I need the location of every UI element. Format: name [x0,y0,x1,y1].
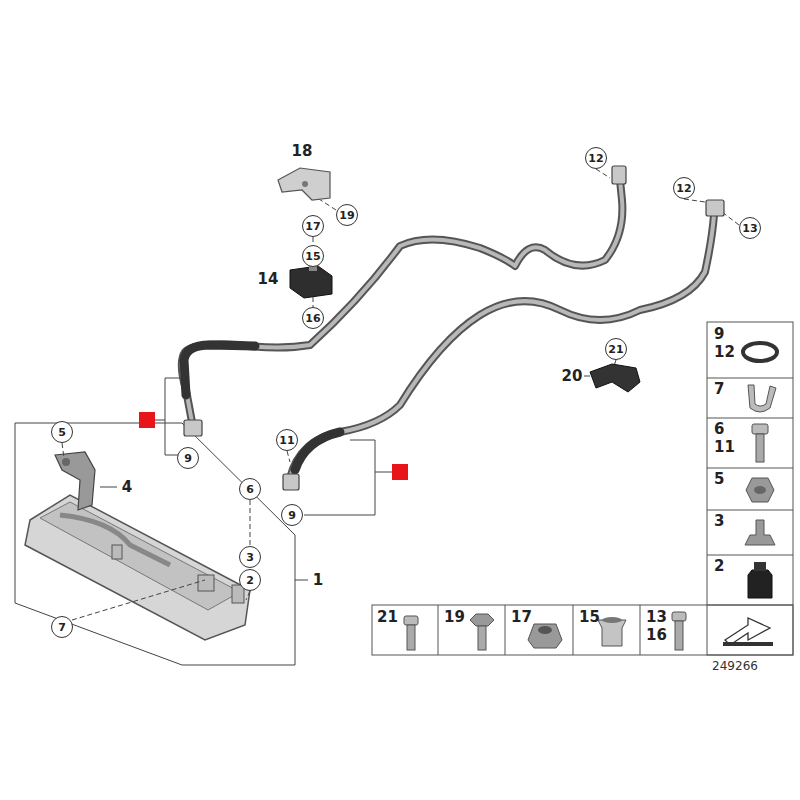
table-cell: 19 [444,610,465,625]
callout-number: 7 [51,616,73,638]
leader-line [295,580,308,581]
table-cell: 11 [714,440,735,455]
pipe-fittings [184,166,724,490]
bracket-plate [278,168,330,200]
red-marker [392,464,408,480]
callout-number: 19 [336,204,358,226]
callout-number: 21 [605,338,627,360]
table-cell: 21 [377,610,398,625]
table-cell: 12 [714,345,735,360]
red-marker [139,412,155,428]
table-cell: 17 [511,610,532,625]
table-cell: 3 [714,514,724,529]
callout-number: 2 [239,569,261,591]
table-cell: 15 [579,610,600,625]
bracket-line [155,420,165,421]
callout-number: 15 [302,245,324,267]
callout-number: 12 [585,147,607,169]
callout-number: 6 [239,478,261,500]
table-cell: 6 [714,422,724,437]
table-cell: 7 [714,382,724,397]
callout-number: 5 [51,421,73,443]
callout-number: 3 [239,546,261,568]
diagram-id: 249266 [712,660,758,672]
bracket-line [375,472,392,473]
oil-pipes [182,180,714,478]
part-icons [404,343,777,650]
part-number: 14 [257,272,280,287]
bracket-line [304,440,375,515]
callout-number: 9 [281,504,303,526]
table-cell: 16 [646,628,667,643]
table-cell: 9 [714,327,724,342]
bracket [55,452,117,510]
table-cell: 13 [646,610,667,625]
group-outline [15,423,295,665]
part-number: 20 [561,369,584,384]
part-number: 1 [312,573,324,588]
bracket-line [165,378,180,455]
oil-cooler [25,495,250,640]
part-number: 18 [291,144,314,159]
callout-number: 9 [177,447,199,469]
pipe-holder [584,364,640,392]
callout-number: 16 [302,307,324,329]
callout-number: 11 [276,429,298,451]
part-number: 4 [121,480,133,495]
leader-lines [62,169,739,620]
callout-number: 13 [739,217,761,239]
parts-table [372,322,793,655]
table-cell: 2 [714,559,724,574]
table-cell: 5 [714,472,724,487]
callout-number: 12 [673,177,695,199]
callout-number: 17 [302,215,324,237]
